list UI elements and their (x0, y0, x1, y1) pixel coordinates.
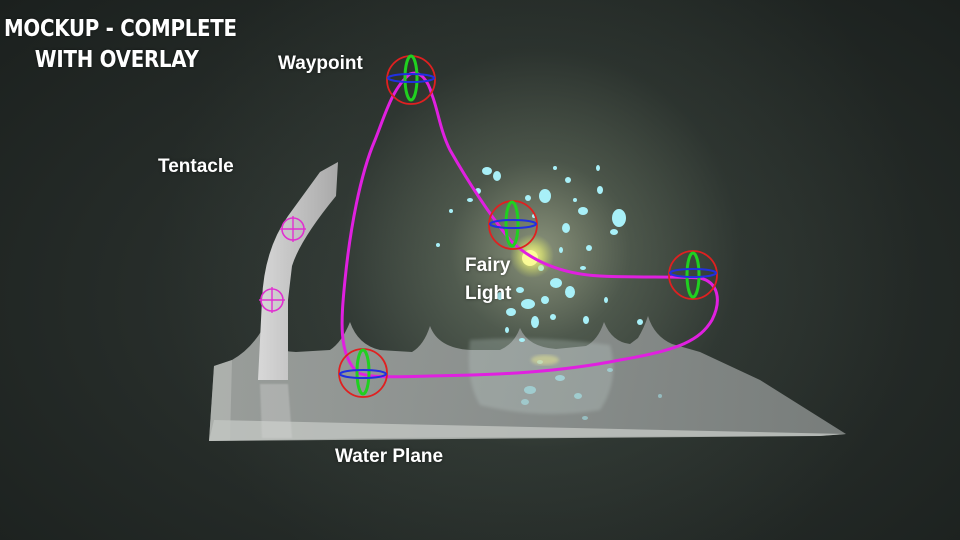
transform-gizmo-icon (668, 250, 718, 300)
waypoint-label: Waypoint (278, 53, 363, 74)
mockup-title-line1: MOCKUP - COMPLETE (4, 16, 237, 42)
tentacle-mesh (258, 162, 338, 380)
transform-gizmo-icon (488, 200, 538, 250)
water-plane-glare (209, 420, 846, 441)
mockup-title: MOCKUP - COMPLETE WITH OVERLAY (4, 14, 237, 76)
water-plane-label: Water Plane (335, 446, 444, 467)
joint-crosshair-icon[interactable] (280, 216, 306, 242)
waypoint-gizmo-right[interactable] (668, 250, 718, 300)
joint-crosshair-icon[interactable] (259, 287, 285, 313)
waypoint-gizmo-top[interactable] (386, 54, 436, 105)
fairy-light-label-line1: Fairy (465, 255, 511, 276)
tentacle-reflection (260, 384, 292, 438)
fairy-light-label: Fairy Light (465, 252, 511, 308)
fairy-light-label-line2: Light (465, 283, 512, 304)
fairy-light-particles (436, 165, 662, 420)
water-plane[interactable] (209, 316, 846, 441)
waypoint-path[interactable] (340, 71, 719, 379)
water-plane-reflection (468, 338, 614, 414)
tentacle[interactable] (258, 162, 338, 438)
transform-gizmo-icon (338, 348, 388, 398)
mockup-title-line2: WITH OVERLAY (34, 47, 199, 73)
transform-gizmo-icon (386, 54, 436, 105)
waypoint-gizmo-bottom[interactable] (338, 348, 388, 398)
tentacle-label: Tentacle (158, 156, 234, 177)
waypoint-gizmo-center[interactable] (488, 200, 538, 250)
